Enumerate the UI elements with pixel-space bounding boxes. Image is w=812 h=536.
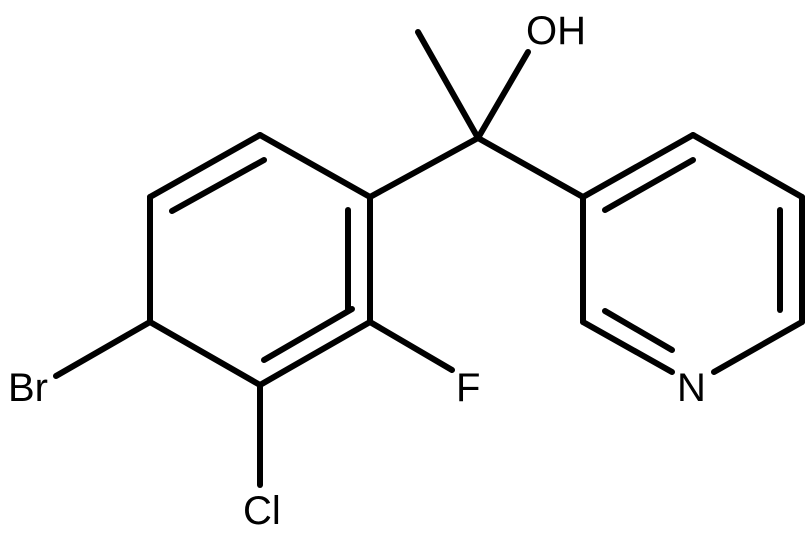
bond-benzene-5 <box>257 319 373 388</box>
bond-benzene-1 <box>257 132 373 200</box>
bond-methyl <box>415 29 481 141</box>
atom-label-hydroxyl: OH <box>526 9 586 53</box>
bond-fluorine <box>367 319 455 373</box>
atom-label-chlorine: Cl <box>243 489 281 533</box>
atom-label-bromine: Br <box>8 366 48 410</box>
bond-to-benzene <box>367 135 481 200</box>
bond-benzene-4 <box>147 319 263 388</box>
bond-pyridine-5 <box>580 319 675 375</box>
bond-pyridine-2 <box>690 132 805 200</box>
bond-pyridine-4 <box>711 319 805 375</box>
atom-label-fluorine: F <box>456 366 480 410</box>
bond-benzene-5-inner <box>261 306 355 363</box>
atom-labels: OH Br F Cl N <box>8 9 706 533</box>
bond-pyridine-5-inner <box>602 308 675 353</box>
atom-label-nitrogen: N <box>677 366 706 410</box>
bond-benzene-2-inner <box>169 157 267 214</box>
bond-bromine <box>53 319 153 379</box>
bond-hydroxyl <box>475 49 531 141</box>
bond-pyridine-1 <box>580 132 696 200</box>
bond-benzene-2 <box>147 132 263 200</box>
bonds <box>53 29 805 488</box>
bond-pyridine-1-inner <box>602 157 696 213</box>
bond-to-pyridine <box>475 135 586 200</box>
